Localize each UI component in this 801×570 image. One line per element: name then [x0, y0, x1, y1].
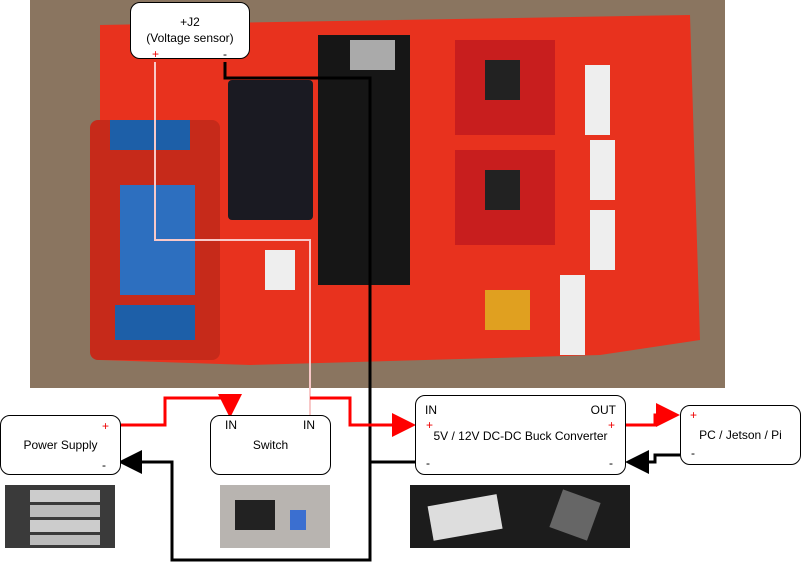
switch-label: Switch: [252, 438, 289, 452]
switch-node: Switch IN IN: [210, 415, 331, 475]
power-supply-minus: -: [102, 458, 106, 472]
buck-in-plus: +: [426, 418, 434, 432]
switch-in-1: IN: [225, 418, 237, 432]
wire-buck-to-pc: [625, 403, 680, 427]
pc-label: PC / Jetson / Pi: [699, 428, 782, 442]
sense-wire-positive: [154, 62, 311, 415]
pcb-photo: [30, 0, 725, 388]
power-supply-node: Power Supply + -: [0, 415, 121, 475]
j2-plus: +: [152, 47, 160, 61]
power-supply-label: Power Supply: [23, 438, 98, 452]
j2-minus: -: [223, 47, 227, 61]
switch-photo: [220, 485, 330, 548]
pc-minus: -: [691, 446, 695, 460]
buck-label: 5V / 12V DC-DC Buck Converter: [433, 429, 608, 443]
battery-photo: [5, 485, 115, 548]
switch-in-2: IN: [303, 418, 315, 432]
j2-title: +J2: [180, 15, 200, 29]
buck-out-plus: +: [607, 418, 615, 432]
power-supply-plus: +: [102, 419, 110, 433]
pc-plus: +: [690, 408, 698, 422]
j2-voltage-sensor-node: +J2 (Voltage sensor) + -: [130, 2, 250, 61]
wire-psu-to-switch: [121, 394, 242, 427]
buck-in-minus: -: [426, 456, 430, 470]
buck-out-label: OUT: [590, 403, 616, 417]
j2-subtitle: (Voltage sensor): [146, 31, 234, 45]
wire-pc-ground: [625, 450, 680, 474]
sense-wire-negative: [118, 62, 372, 562]
buck-out-minus: -: [609, 456, 613, 470]
pc-node: PC / Jetson / Pi + -: [680, 405, 801, 465]
buck-converter-photo: [410, 485, 630, 548]
wire-switch-to-buck: [310, 396, 416, 437]
buck-converter-node: IN OUT + + 5V / 12V DC-DC Buck Converter…: [415, 395, 626, 475]
buck-in-label: IN: [425, 403, 437, 417]
